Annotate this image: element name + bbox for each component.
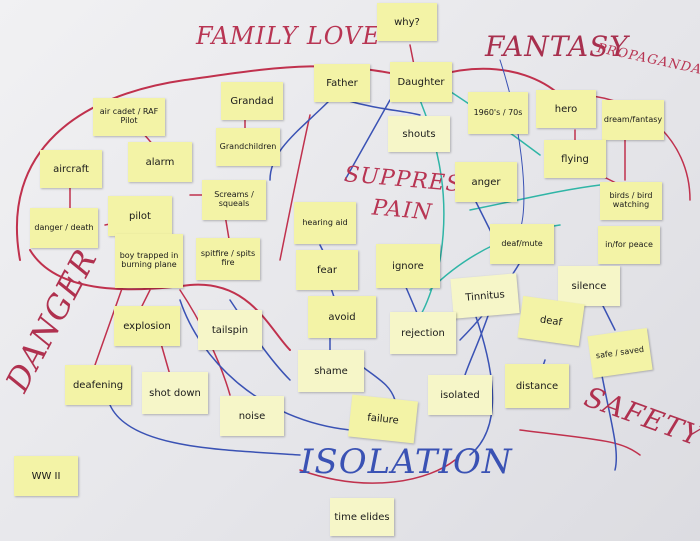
blue-connector xyxy=(344,99,391,181)
sticky-note-shot-down: shot down xyxy=(142,372,208,414)
sticky-note-danger-death: danger / death xyxy=(30,208,98,248)
sticky-note-silence: silence xyxy=(558,266,620,306)
sticky-note-pilot: pilot xyxy=(108,196,172,236)
blue-connector xyxy=(179,299,351,431)
sticky-note-why: why? xyxy=(377,3,437,41)
teal-connector xyxy=(469,184,601,211)
sticky-note-tinnitus: Tinnitus xyxy=(450,273,520,319)
sticky-note-dream-fantasy: dream/fantasy xyxy=(602,100,664,140)
sticky-note-tailspin: tailspin xyxy=(198,310,262,350)
sticky-note-deaf-mute: deaf/mute xyxy=(490,224,554,264)
red-connector xyxy=(29,249,291,351)
sticky-note-isolated: isolated xyxy=(428,375,492,415)
sticky-note-anger: anger xyxy=(455,162,517,202)
heading-family-love: FAMILY LOVE xyxy=(196,22,381,50)
sticky-note-distance: distance xyxy=(505,364,569,408)
red-connector xyxy=(519,429,641,456)
sticky-note-spitfire: spitfire / spits fire xyxy=(196,238,260,280)
red-connector xyxy=(94,279,126,366)
sticky-note-hero: hero xyxy=(536,90,596,128)
sticky-note-grandchildren: Grandchildren xyxy=(216,128,280,166)
sticky-note-deaf: deaf xyxy=(517,295,585,347)
blue-connector xyxy=(499,59,525,231)
sticky-note-father: Father xyxy=(314,64,370,102)
sticky-note-fear: fear xyxy=(296,250,358,290)
sticky-note-1960s-70s: 1960's / 70s xyxy=(468,92,528,134)
sticky-note-daughter: Daughter xyxy=(390,62,452,102)
sticky-note-aircraft: aircraft xyxy=(40,150,102,188)
sticky-note-hearing-aid: hearing aid xyxy=(294,202,356,244)
blue-connector xyxy=(469,299,494,456)
blue-connector xyxy=(344,99,421,116)
sticky-note-ww2: WW II xyxy=(14,456,78,496)
sticky-note-avoid: avoid xyxy=(308,296,376,338)
sticky-note-noise: noise xyxy=(220,396,284,436)
heading-pain: PAIN xyxy=(371,195,434,226)
heading-isolation: ISOLATION xyxy=(300,442,513,482)
sticky-note-boy-trapped: boy trapped in burning plane xyxy=(115,234,183,288)
red-connector xyxy=(299,459,456,484)
sticky-note-alarm: alarm xyxy=(128,142,192,182)
sticky-note-grandad: Grandad xyxy=(221,82,283,120)
sticky-note-air-cadet: air cadet / RAF Pilot xyxy=(93,98,165,136)
sticky-note-flying: flying xyxy=(544,140,606,178)
blue-connector xyxy=(269,99,331,181)
sticky-note-explosion: explosion xyxy=(114,306,180,346)
sticky-note-in-peace: in/for peace xyxy=(598,226,660,264)
blue-connector xyxy=(359,364,396,401)
sticky-note-failure: failure xyxy=(347,394,419,444)
sticky-note-birds: birds / bird watching xyxy=(600,182,662,220)
sticky-note-deafening: deafening xyxy=(65,365,131,405)
sticky-note-safe-saved: safe / saved xyxy=(587,328,653,378)
blue-connector xyxy=(464,309,491,376)
sticky-note-ignore: ignore xyxy=(376,244,440,288)
blue-connector xyxy=(599,364,618,471)
sticky-note-shouts: shouts xyxy=(388,116,450,152)
blue-connector xyxy=(109,404,301,456)
red-connector xyxy=(279,114,311,261)
heading-fantasy: FANTASY xyxy=(485,30,629,63)
sticky-note-time-elides: time elides xyxy=(330,498,394,536)
sticky-note-screams: Screams / squeals xyxy=(202,180,266,220)
sticky-note-rejection: rejection xyxy=(390,312,456,354)
sticky-note-shame: shame xyxy=(298,350,364,392)
